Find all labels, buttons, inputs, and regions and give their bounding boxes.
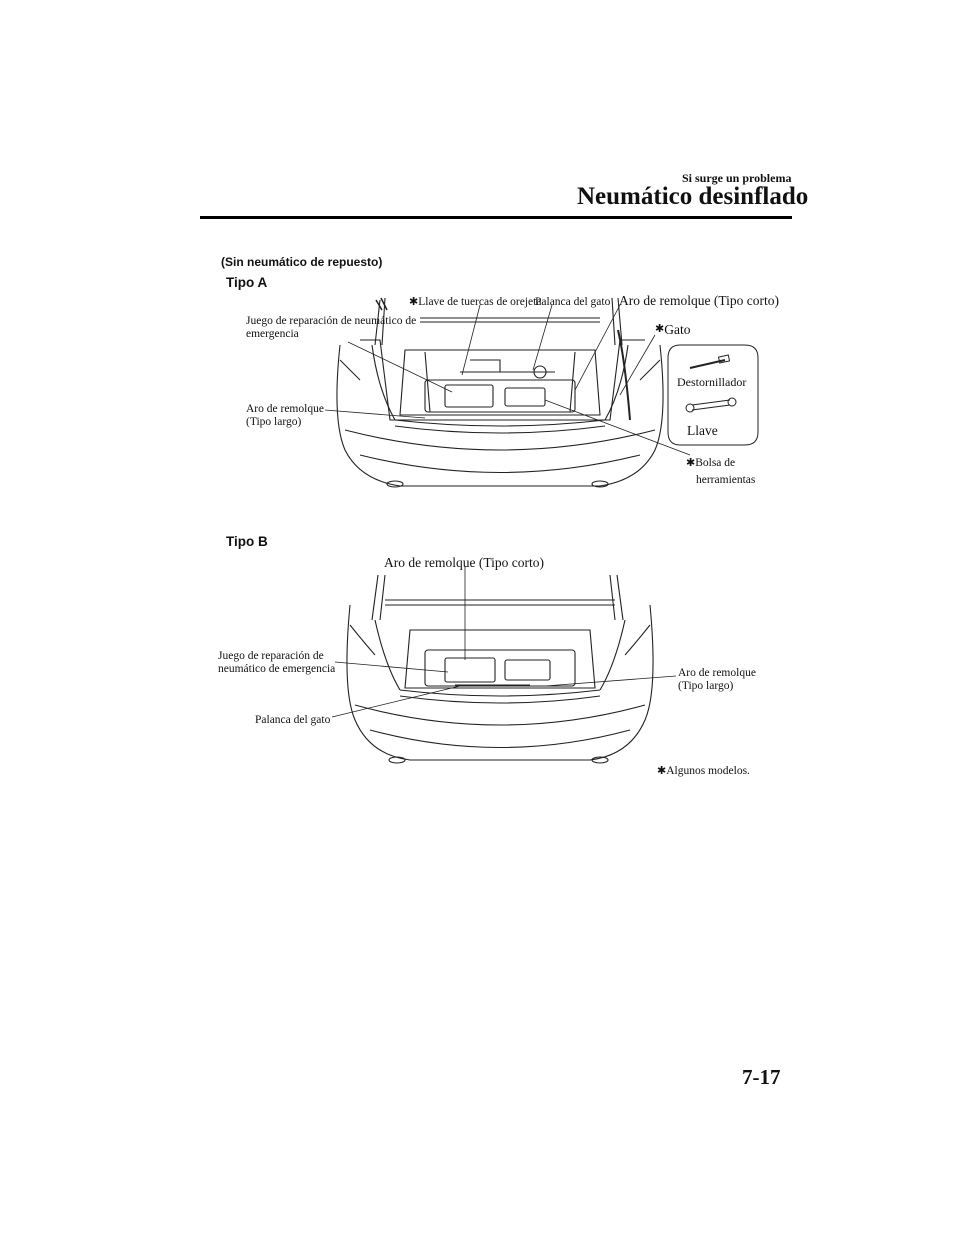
callout-tow-long-a-line1: Aro de remolque: [246, 403, 324, 415]
callout-jack-lever-b: Palanca del gato: [255, 714, 331, 726]
header-divider: [200, 216, 792, 219]
callout-wrench: Llave: [687, 423, 718, 438]
figure-a-label: Tipo A: [226, 275, 268, 290]
callout-repair-kit-b-line2: neumático de emergencia: [218, 663, 336, 675]
callout-jack: ✱Gato: [655, 322, 691, 337]
callout-repair-kit-b-line1: Juego de reparación de: [218, 650, 324, 662]
callout-tow-long-b-line1: Aro de remolque: [678, 667, 756, 679]
section-heading: Si surge un problema: [682, 171, 792, 185]
asterisk-mark: ✱: [655, 323, 665, 335]
callout-repair-kit-a-line1: Juego de reparación de neumático de: [246, 315, 417, 327]
callout-jack-text: Gato: [664, 322, 691, 337]
footnote-some-models: ✱Algunos modelos.: [657, 765, 750, 778]
asterisk-mark: ✱: [657, 765, 667, 777]
callout-jack-lever-a: Palanca del gato: [535, 296, 611, 308]
callout-tow-short-b: Aro de remolque (Tipo corto): [384, 555, 544, 570]
page-title: Neumático desinflado: [577, 183, 809, 210]
callout-tow-long-b-line2: (Tipo largo): [678, 680, 734, 692]
callout-lug-wrench-text: Llave de tuercas de orejeta: [418, 296, 542, 308]
footnote-text: Algunos modelos.: [666, 765, 750, 777]
callout-tool-bag-text: Bolsa de: [695, 457, 736, 469]
callout-lug-wrench: ✱Llave de tuercas de orejeta: [409, 296, 541, 309]
figure-b-label: Tipo B: [226, 534, 268, 549]
callout-tool-bag-line1: ✱Bolsa de: [686, 457, 735, 470]
callout-repair-kit-a-line2: emergencia: [246, 328, 299, 340]
page-number: 7-17: [742, 1065, 781, 1089]
callout-tool-bag-line2: herramientas: [696, 474, 756, 486]
asterisk-mark: ✱: [409, 296, 419, 308]
callout-screwdriver: Destornillador: [677, 375, 747, 389]
asterisk-mark: ✱: [686, 457, 696, 469]
callout-tow-short-a: Aro de remolque (Tipo corto): [619, 293, 779, 308]
figure-subtitle: (Sin neumático de repuesto): [221, 255, 383, 269]
callout-tow-long-a-line2: (Tipo largo): [246, 416, 302, 428]
